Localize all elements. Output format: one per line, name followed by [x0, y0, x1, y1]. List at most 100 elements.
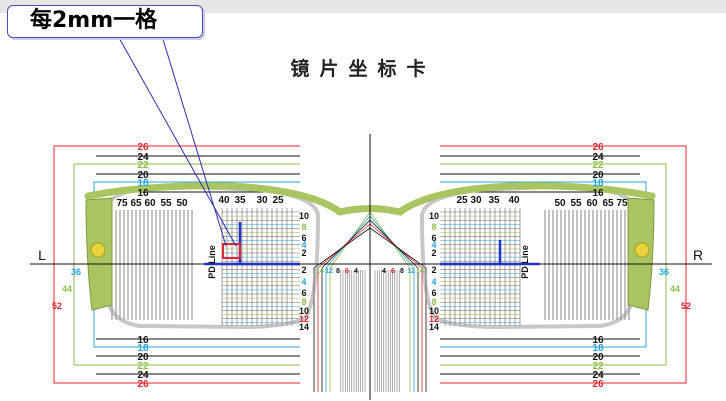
center-label-right: 12 — [407, 268, 415, 275]
center-label-right: 4 — [382, 268, 386, 275]
row-label-left: 26 — [137, 142, 149, 153]
row-label-right: 18 — [592, 343, 604, 354]
vertical-scale-left: 4 — [301, 240, 306, 250]
left-scale-label: 40 — [218, 195, 230, 206]
vertical-scale-left: 8 — [301, 297, 306, 307]
row-label-left: 26 — [137, 379, 149, 390]
right-flower-ornament — [634, 242, 650, 258]
right-scale-label: 30 — [470, 195, 482, 206]
left-scale-label: 65 — [130, 198, 142, 209]
center-line — [321, 219, 371, 392]
vertical-scale-left: 14 — [299, 322, 309, 332]
vertical-scale-left: 2 — [301, 265, 306, 275]
row-label-left: 22 — [137, 160, 149, 171]
center-label-right: 8 — [400, 268, 404, 275]
pd-line-label-right: PD Line — [520, 245, 530, 279]
page-title: 镜片坐标卡 — [290, 58, 436, 80]
right-scale-label: 40 — [508, 195, 520, 206]
row-label-left: 16 — [137, 335, 149, 346]
center-label-right: 6 — [391, 268, 395, 275]
vertical-scale-right: 10 — [429, 306, 439, 316]
pd-box-left — [222, 243, 241, 259]
right-scale-label: 65 — [602, 198, 614, 209]
center-label-left: 14 — [316, 268, 324, 275]
vertical-scale-right: 8 — [431, 222, 436, 232]
row-label-right: 26 — [592, 379, 604, 390]
left-scale-label: 25 — [272, 195, 284, 206]
center-line — [369, 227, 427, 392]
axis-label-right: R — [693, 247, 703, 263]
right-scale-label: 35 — [488, 195, 500, 206]
row-label-right: 22 — [592, 361, 604, 372]
row-label-left: 24 — [137, 152, 149, 163]
side-label-right: 52 — [681, 301, 691, 311]
vertical-scale-right: 12 — [429, 314, 439, 324]
vertical-scale-left: 12 — [299, 314, 309, 324]
vertical-scale-left: 10 — [299, 211, 309, 221]
row-label-left: 24 — [137, 370, 149, 381]
row-label-left: 16 — [137, 188, 149, 199]
callout-pointer — [117, 35, 237, 247]
vertical-scale-right: 14 — [429, 322, 439, 332]
left-flower-ornament — [90, 242, 106, 258]
row-label-left: 18 — [137, 178, 149, 189]
vertical-scale-left: 8 — [301, 222, 306, 232]
vertical-scale-left: 6 — [301, 288, 306, 298]
center-label-left: 6 — [345, 268, 349, 275]
vertical-scale-right: 4 — [431, 240, 436, 250]
center-line — [369, 211, 411, 392]
side-label-left: 36 — [71, 267, 81, 277]
row-label-right: 24 — [592, 152, 604, 163]
axis-lines — [30, 35, 712, 400]
side-label-right: 36 — [659, 267, 669, 277]
vertical-scale-right: 2 — [431, 265, 436, 275]
measure-grid — [111, 208, 630, 392]
side-label-left: 44 — [62, 284, 72, 294]
center-line — [325, 215, 371, 392]
vertical-scale-right: 10 — [429, 211, 439, 221]
vertical-scale-left: 2 — [301, 248, 306, 258]
left-scale-label: 60 — [144, 198, 156, 209]
row-label-right: 24 — [592, 370, 604, 381]
vertical-scale-right: 4 — [431, 277, 436, 287]
left-scale-label: 75 — [116, 198, 128, 209]
vertical-scale-left: 10 — [299, 306, 309, 316]
row-label-right: 20 — [592, 352, 604, 363]
callout-pointer — [161, 35, 227, 247]
side-label-left: 52 — [52, 301, 62, 311]
center-label-left: 8 — [336, 268, 340, 275]
left-scale-label: 30 — [256, 195, 268, 206]
right-scale-label: 55 — [570, 198, 582, 209]
row-label-right: 16 — [592, 188, 604, 199]
center-line — [369, 219, 419, 392]
center-line — [369, 215, 415, 392]
center-label-left: 4 — [354, 268, 358, 275]
center-label-left: 12 — [325, 268, 333, 275]
vertical-scale-right: 8 — [431, 297, 436, 307]
right-scale-label: 75 — [616, 198, 628, 209]
center-label-right: 14 — [416, 268, 424, 275]
row-label-right: 20 — [592, 170, 604, 181]
vertical-scale-right: 6 — [431, 233, 436, 243]
row-label-right: 22 — [592, 160, 604, 171]
center-line — [313, 227, 371, 392]
vertical-scale-right: 2 — [431, 248, 436, 258]
right-scale-label: 50 — [554, 198, 566, 209]
row-label-left: 20 — [137, 352, 149, 363]
row-label-right: 18 — [592, 178, 604, 189]
right-scale-label: 25 — [456, 195, 468, 206]
vertical-scale-right: 6 — [431, 288, 436, 298]
right-scale-label: 60 — [586, 198, 598, 209]
pd-line-label-left: PD Line — [207, 245, 217, 279]
vertical-scale-left: 6 — [301, 233, 306, 243]
left-scale-label: 50 — [176, 198, 188, 209]
vertical-scale-left: 4 — [301, 277, 306, 287]
row-label-left: 22 — [137, 361, 149, 372]
glasses-frame — [84, 182, 656, 330]
grid-scale-callout: 每2mm一格 — [7, 5, 203, 38]
left-scale-label: 55 — [160, 198, 172, 209]
axis-label-left: L — [38, 247, 46, 263]
